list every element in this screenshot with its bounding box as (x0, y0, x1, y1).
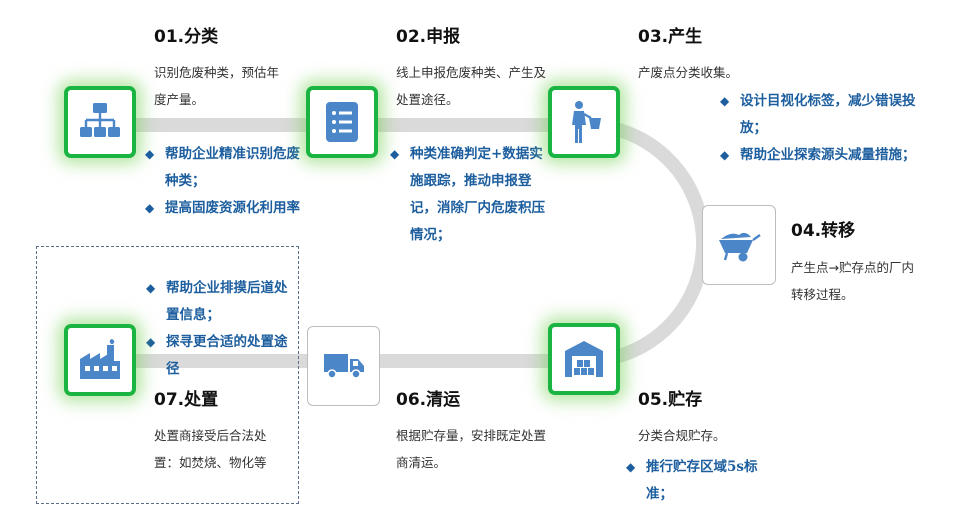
step-03-title: 03.产生 (638, 27, 703, 47)
step-04-title: 04.转移 (791, 221, 856, 241)
step-02-desc: 线上申报危废种类、产生及处置途径。 (396, 65, 547, 107)
step-01-title: 01.分类 (154, 27, 219, 47)
step-07-bullets: 帮助企业排摸后道处置信息； 探寻更合适的处置途径 (146, 275, 298, 383)
step-05-bullets: 推行贮存区域5s标准； (626, 454, 776, 508)
step-02-title: 02.申报 (396, 27, 461, 47)
step-06-desc: 根据贮存量，安排既定处置商清运。 (396, 428, 547, 470)
step-01-icon-box (64, 86, 136, 158)
step-05-icon-box (548, 323, 620, 395)
step-05-desc: 分类合规贮存。 (638, 428, 726, 443)
step-05-title: 05.贮存 (638, 390, 703, 410)
list-icon (326, 102, 358, 142)
step-07-bullet: 探寻更合适的处置途径 (146, 329, 298, 383)
step-02-bullet: 种类准确判定+数据实施跟踪，推动申报登记，消除厂内危废积压情况； (390, 141, 548, 249)
step-03-icon-box (548, 86, 620, 158)
step-02-icon-box (306, 86, 378, 158)
step-01-bullet: 提高固废资源化利用率 (145, 195, 300, 222)
step-07-desc: 处置商接受后合法处置：如焚烧、物化等 (154, 428, 267, 470)
step-04-icon-box (702, 205, 776, 285)
highlight-dashed-box (36, 246, 299, 504)
step-02-bullets: 种类准确判定+数据实施跟踪，推动申报登记，消除厂内危废积压情况； (390, 141, 548, 249)
step-07-bullet: 帮助企业排摸后道处置信息； (146, 275, 298, 329)
step-01-bullets: 帮助企业精准识别危废种类； 提高固废资源化利用率 (145, 141, 300, 222)
step-03-bullet: 设计目视化标签，减少错误投放； (720, 88, 920, 142)
step-06-icon-box (307, 326, 380, 406)
step-01-bullet: 帮助企业精准识别危废种类； (145, 141, 300, 195)
step-06-title: 06.清运 (396, 390, 461, 410)
warehouse-icon (565, 341, 603, 377)
step-03-bullets: 设计目视化标签，减少错误投放； 帮助企业探索源头减量措施； (720, 88, 920, 169)
step-04-desc: 产生点→贮存点的厂内转移过程。 (791, 260, 914, 302)
step-01-desc: 识别危废种类，预估年度产量。 (154, 65, 280, 107)
wheelbarrow-icon (719, 232, 761, 262)
step-03-desc: 产废点分类收集。 (638, 65, 739, 80)
worker-bucket-icon (572, 101, 601, 143)
step-03-bullet: 帮助企业探索源头减量措施； (720, 142, 920, 169)
step-07-icon-box (64, 324, 136, 396)
org-chart-icon (80, 103, 120, 137)
factory-icon (80, 339, 120, 379)
step-07-title: 07.处置 (154, 390, 219, 410)
truck-icon (323, 354, 364, 379)
step-05-bullet: 推行贮存区域5s标准； (626, 454, 776, 508)
